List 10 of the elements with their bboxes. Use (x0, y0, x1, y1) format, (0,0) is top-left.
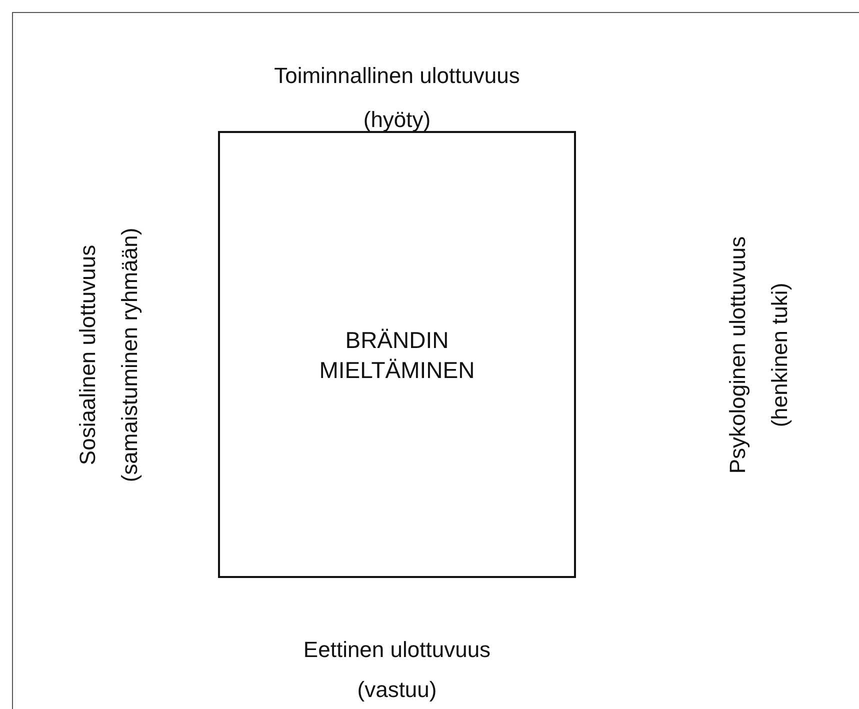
dimension-label: Eettinen ulottuvuus (303, 637, 491, 663)
dimension-label: Toiminnallinen ulottuvuus (274, 63, 520, 89)
dimension-description: (samaistuminen ryhmään) (117, 228, 143, 482)
concept-title: BRÄNDIN MIELTÄMINEN (318, 326, 476, 384)
dimension-description: (henkinen tuki) (767, 282, 793, 428)
dimension-label: Sosiaalinen ulottuvuus (75, 244, 101, 466)
concept-box (218, 131, 576, 578)
dimension-label: Psykologinen ulottuvuus (725, 236, 751, 474)
dimension-description: (hyöty) (363, 107, 431, 133)
dimension-description: (vastuu) (357, 677, 437, 703)
